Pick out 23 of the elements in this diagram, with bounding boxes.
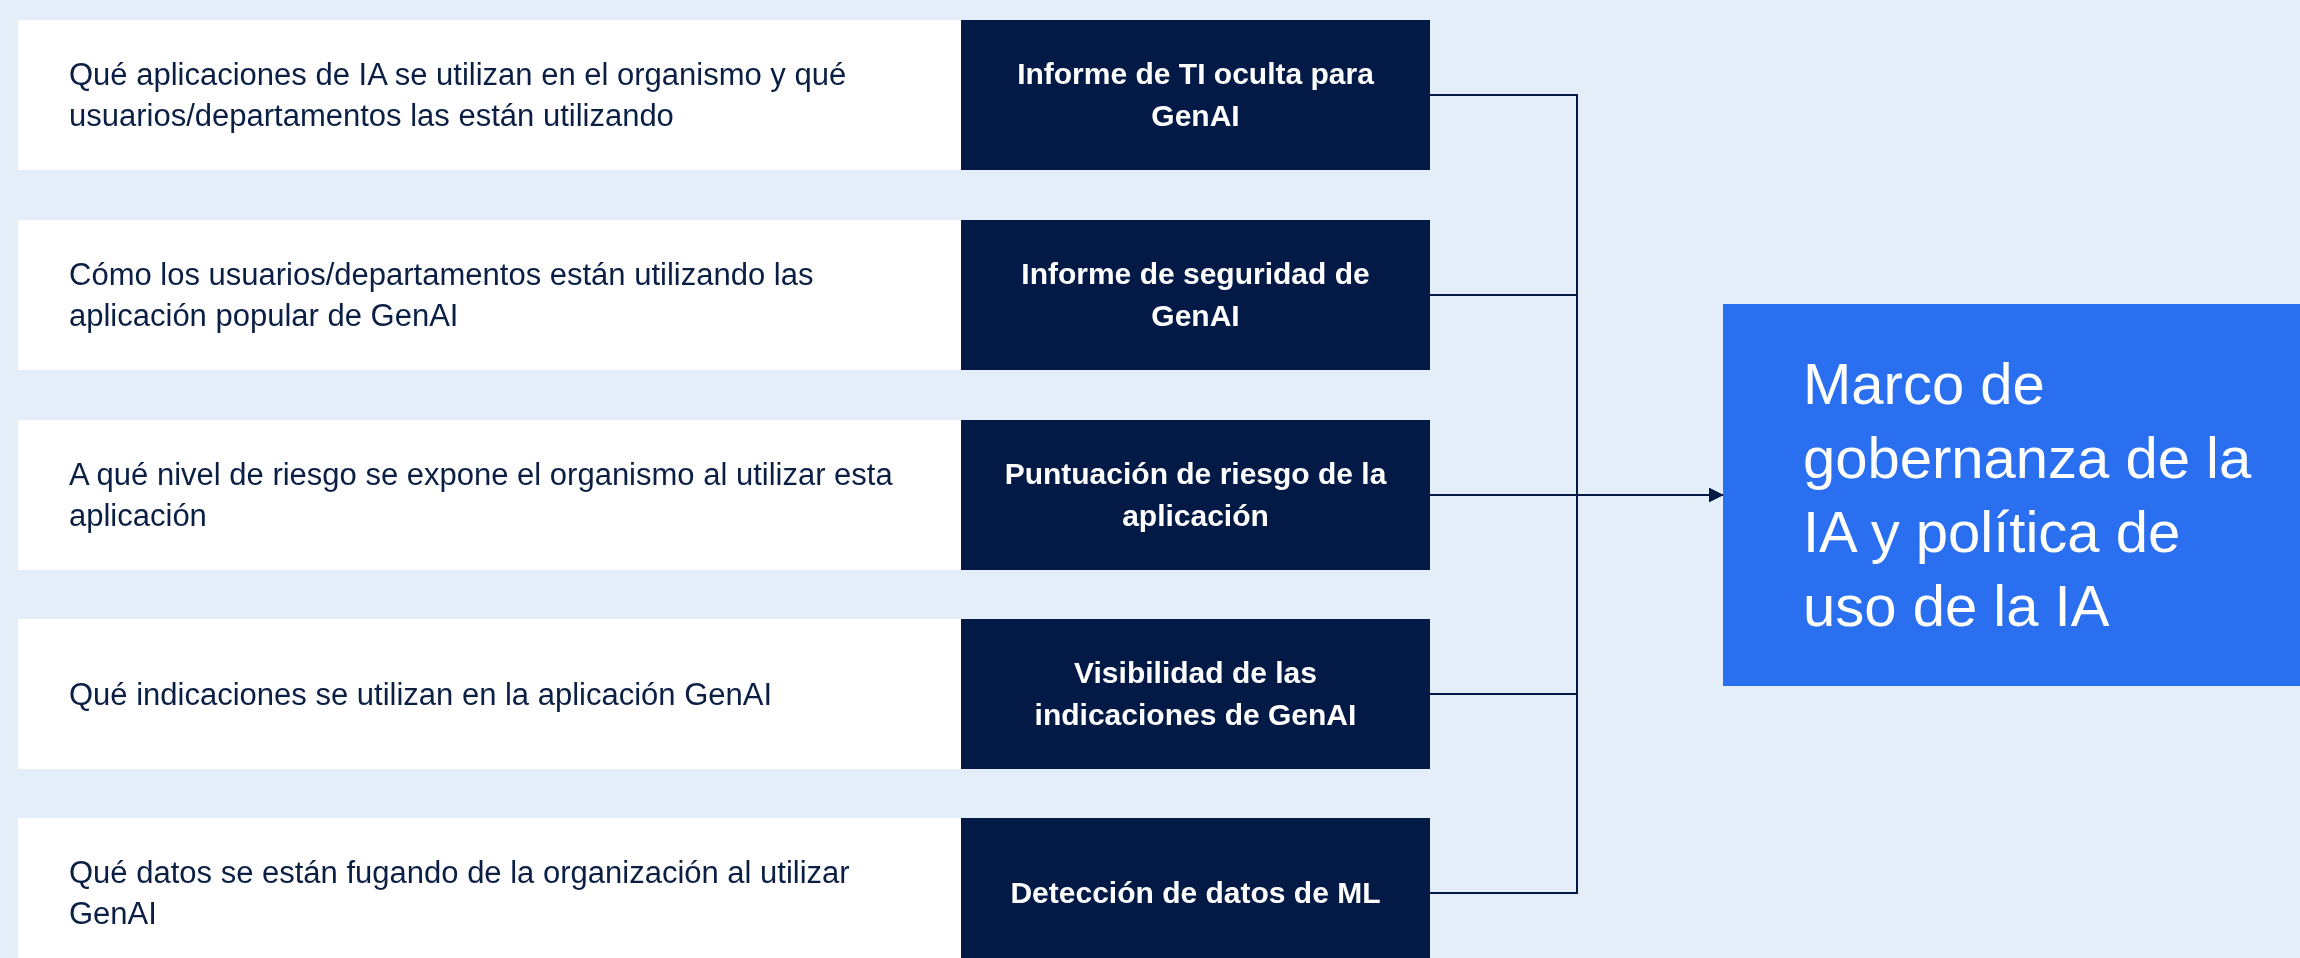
node-text: Qué datos se están fugando de la organización al utilizar GenAI	[69, 854, 851, 933]
report-box	[961, 220, 1430, 370]
question-box	[18, 220, 961, 370]
report-box	[961, 619, 1430, 769]
report-box	[961, 20, 1430, 170]
report-box	[961, 818, 1430, 958]
framework-box	[1723, 304, 2300, 686]
node-text: Puntuación de riesgo de la aplicación	[1003, 456, 1388, 534]
node-text: Qué aplicaciones de IA se utilizan en el organismo y qué usuarios/departamentos las están utilizando	[69, 56, 848, 135]
question-box	[18, 619, 961, 769]
node-text: Marco de gobernanza de la IA y política de uso de la IA	[1803, 350, 2253, 640]
report-box	[961, 420, 1430, 570]
node-text: Cómo los usuarios/departamentos están utilizando las aplicación popular de GenAI	[69, 256, 815, 335]
node-text: A qué nivel de riesgo se expone el organismo al utilizar esta aplicación	[69, 456, 894, 535]
question-box	[18, 20, 961, 170]
connector-arrow	[1429, 488, 1724, 894]
question-box	[18, 420, 961, 570]
node-text: Informe de TI oculta para GenAI	[1016, 56, 1375, 134]
node-text: Visibilidad de las indicaciones de GenAI	[1033, 655, 1358, 733]
question-box	[18, 818, 961, 958]
node-text: Informe de seguridad de GenAI	[1020, 256, 1371, 334]
node-text: Qué indicaciones se utilizan en la aplicación GenAI	[69, 675, 773, 714]
node-text: Detección de datos de ML	[1010, 875, 1381, 911]
